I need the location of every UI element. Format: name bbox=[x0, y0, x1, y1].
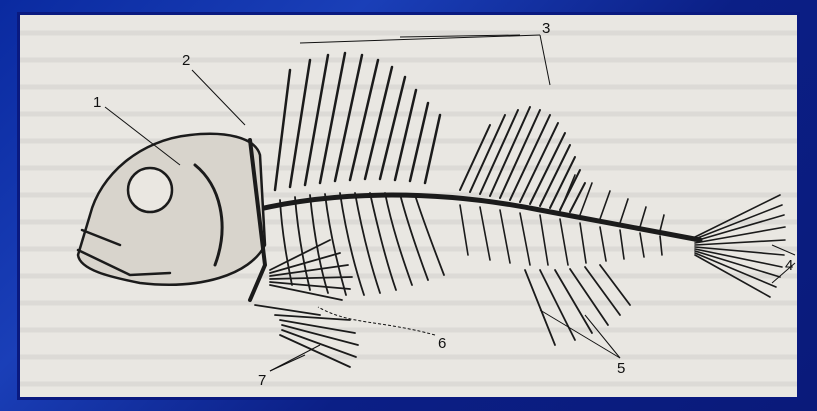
eye-socket bbox=[128, 168, 172, 212]
figure-frame: 1 2 3 4 5 6 7 bbox=[17, 12, 800, 400]
label-6: 6 bbox=[438, 335, 446, 352]
leader-5b bbox=[585, 315, 620, 358]
fish-skeleton bbox=[78, 53, 785, 367]
label-4: 4 bbox=[785, 257, 793, 274]
skull bbox=[78, 134, 265, 285]
fish-skeleton-diagram: 1 2 3 4 5 6 7 bbox=[20, 15, 797, 397]
leader-2 bbox=[192, 70, 245, 125]
ribs bbox=[280, 193, 444, 295]
label-2: 2 bbox=[182, 52, 190, 69]
haemal-spines bbox=[460, 175, 664, 265]
label-5: 5 bbox=[617, 360, 625, 377]
label-3: 3 bbox=[542, 20, 550, 37]
label-1: 1 bbox=[93, 94, 101, 111]
pelvic-fin-rays bbox=[255, 305, 358, 367]
leader-3c bbox=[540, 35, 550, 85]
leader-7b bbox=[270, 345, 320, 371]
vertebral-column bbox=[255, 195, 700, 240]
label-7: 7 bbox=[258, 372, 266, 389]
caudal-fin bbox=[695, 195, 785, 297]
leader-5a bbox=[540, 310, 620, 358]
leader-6 bbox=[318, 307, 435, 335]
dorsal-fin-rays bbox=[275, 53, 440, 190]
